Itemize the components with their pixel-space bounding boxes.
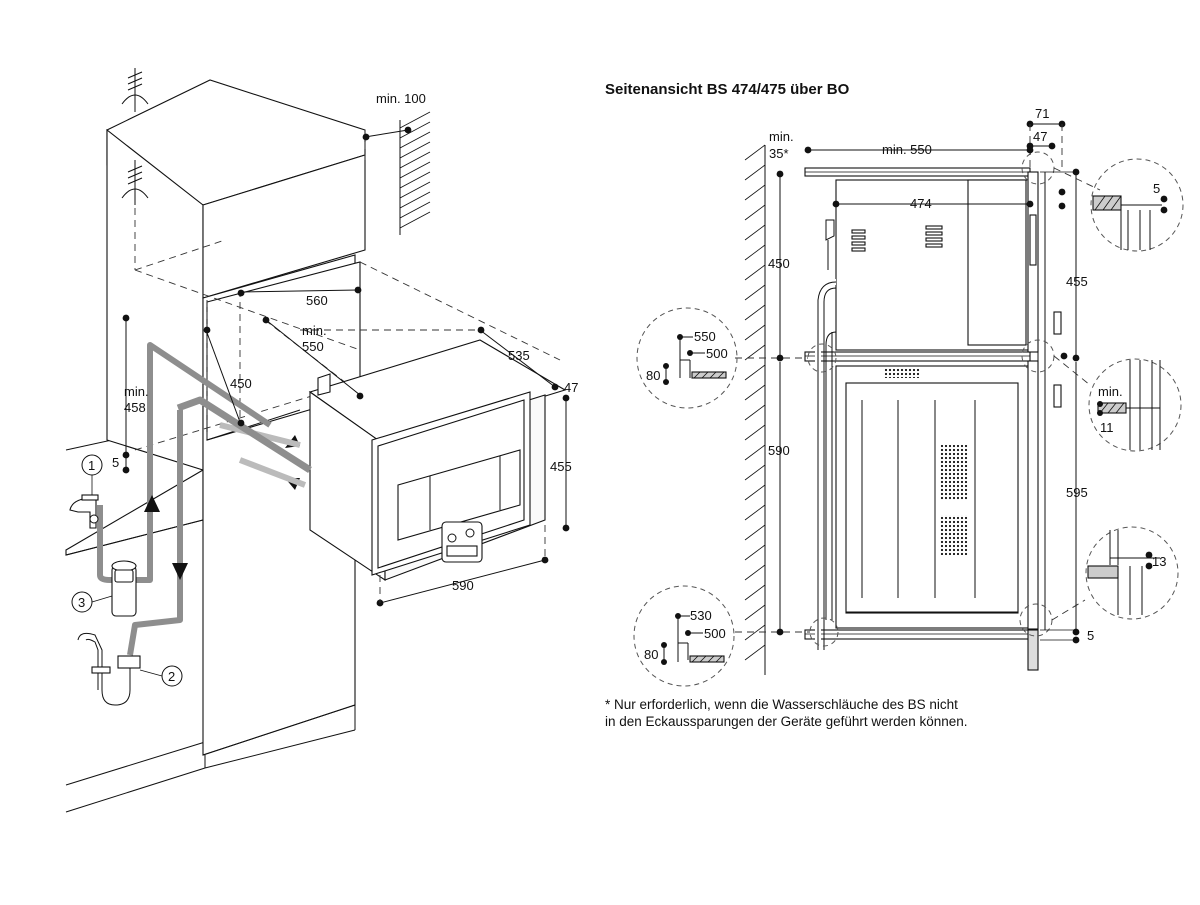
front-panel	[1027, 172, 1046, 671]
callout-1: 1	[81, 454, 103, 495]
detail-marker-left-mid	[807, 343, 837, 373]
detail-ul-500: 500	[706, 346, 728, 361]
side-view-title: Seitenansicht BS 474/475 über BO	[605, 81, 850, 98]
perspective-dimensions	[122, 286, 570, 607]
steam-oven	[219, 339, 567, 582]
side-view: Seitenansicht BS 474/475 über BO	[605, 81, 1184, 729]
detail-rt-5: 5	[1153, 181, 1160, 196]
side-hoses	[815, 279, 837, 650]
detail-ll-80: 80	[644, 647, 658, 662]
dim-595: 595	[1066, 485, 1088, 500]
dim-min-550-side: min. 550	[882, 142, 932, 157]
drain-siphon-icon	[73, 628, 141, 710]
detail-right-top: 5	[1090, 158, 1184, 252]
callout-2: 2	[139, 665, 183, 687]
electrical-symbol-top	[121, 68, 149, 112]
vent-slots-upper-right	[925, 225, 943, 248]
filter-cartridge-icon	[111, 560, 137, 617]
detail-ul-550: 550	[694, 329, 716, 344]
detail-rm-11: 11	[1100, 420, 1114, 435]
dim-min-550-label: min.	[302, 323, 327, 338]
lower-appliance	[835, 360, 1062, 630]
footnote-line-1: * Nur erforderlich, wenn die Wasserschlä…	[605, 697, 958, 712]
detail-marker-left-bottom	[809, 617, 839, 647]
dim-min-100: min. 100	[376, 91, 426, 106]
detail-right-bottom: 13	[1085, 526, 1179, 620]
detail-rb-13: 13	[1152, 554, 1166, 569]
electrical-symbol-mid	[121, 160, 149, 205]
dim-min-35-label: min.	[769, 129, 794, 144]
vent-dots-mid	[940, 445, 968, 500]
dim-535: 535	[508, 348, 530, 363]
water-hoses	[97, 342, 312, 656]
detail-rm-min: min.	[1098, 384, 1123, 399]
side-dimensions	[776, 120, 1080, 644]
tall-cabinet	[106, 79, 366, 768]
dim-590: 590	[452, 578, 474, 593]
dim-455: 455	[550, 459, 572, 474]
dim-5-bottom: 5	[1087, 628, 1094, 643]
upper-appliance	[825, 171, 1062, 353]
dim-47-side: 47	[1033, 129, 1047, 144]
dim-min-35-value: 35*	[769, 146, 789, 161]
callout-3-label: 3	[78, 595, 85, 610]
dim-450-side: 450	[768, 256, 790, 271]
detail-upper-left: 550 500 80	[636, 307, 738, 409]
dim-590-side: 590	[768, 443, 790, 458]
dim-5: 5	[112, 455, 119, 470]
vent-dots-top	[884, 368, 920, 378]
water-tap-icon	[69, 494, 99, 529]
detail-ul-80: 80	[646, 368, 660, 383]
vent-slots-upper-left	[851, 229, 866, 252]
callout-1-label: 1	[88, 458, 95, 473]
detail-ll-530: 530	[690, 608, 712, 623]
dim-min-550-value: 550	[302, 339, 324, 354]
dim-min-458-label: min.	[124, 384, 149, 399]
ventilation-wall	[362, 111, 431, 235]
dim-71: 71	[1035, 106, 1049, 121]
callout-2-label: 2	[168, 669, 175, 684]
dim-min-458-value: 458	[124, 400, 146, 415]
dim-474: 474	[910, 196, 932, 211]
dim-450: 450	[230, 376, 252, 391]
dim-47: 47	[564, 380, 578, 395]
back-wall	[744, 144, 766, 675]
vent-dots-low	[940, 515, 968, 555]
dim-455-side: 455	[1066, 274, 1088, 289]
detail-right-mid: min. 11	[1088, 358, 1182, 452]
dim-560: 560	[306, 293, 328, 308]
callout-3: 3	[71, 591, 113, 613]
detail-lower-left: 530 500 80	[633, 585, 735, 687]
perspective-view: 1 3 2	[65, 68, 578, 813]
footnote-line-2: in den Eckaussparungen der Geräte geführ…	[605, 714, 968, 729]
detail-ll-500: 500	[704, 626, 726, 641]
